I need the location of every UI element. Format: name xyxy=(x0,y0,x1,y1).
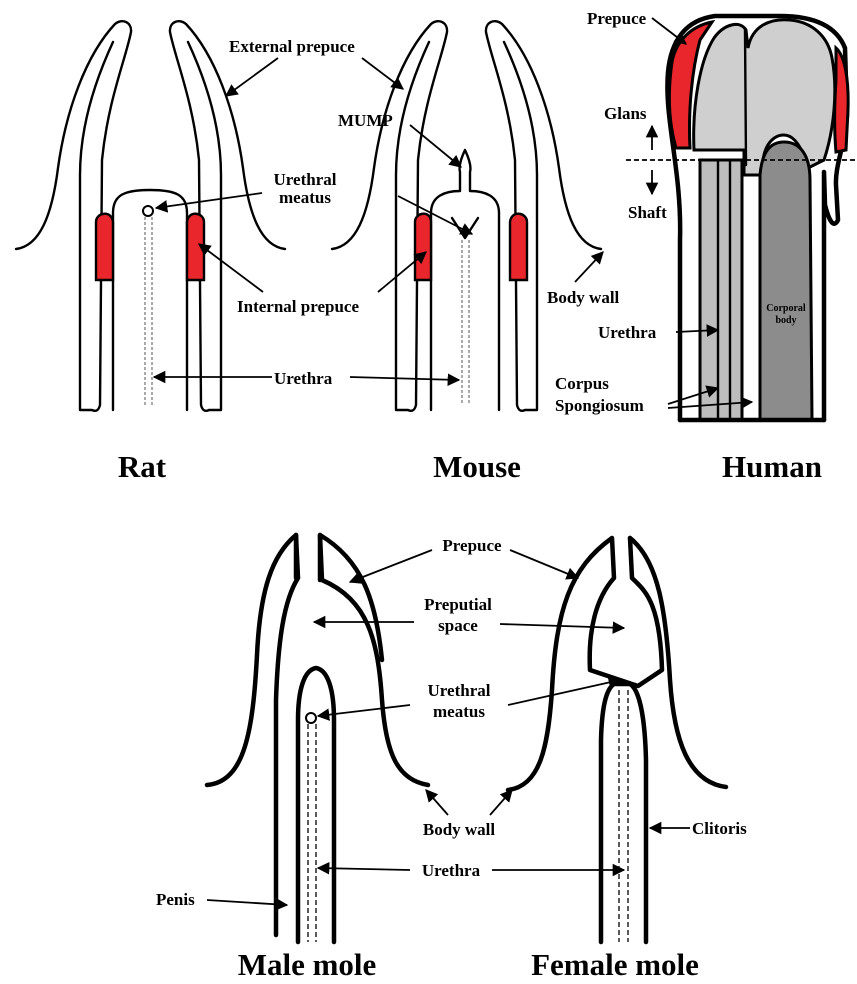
label-mump: MUMP xyxy=(338,111,393,130)
label-preputial-space-line2: space xyxy=(438,616,478,635)
label-clitoris: Clitoris xyxy=(692,819,747,838)
mouse-urethral-meatus xyxy=(452,218,478,238)
mouse-internal-prepuce-left xyxy=(415,214,431,280)
male-mole-prepuce-left xyxy=(207,535,298,935)
label-urethra-human: Urethra xyxy=(598,323,657,342)
label-glans: Glans xyxy=(604,104,647,123)
label-body-wall-mole: Body wall xyxy=(423,820,496,839)
mouse-internal-prepuce-right xyxy=(510,214,527,280)
label-preputial-space-line1: Preputial xyxy=(424,595,492,614)
human-glans xyxy=(694,20,835,175)
label-corporal-body-line1: Corporal xyxy=(766,303,806,314)
female-mole-clitoris xyxy=(601,684,646,942)
title-male-mole: Male mole xyxy=(238,947,377,982)
label-prepuce-human: Prepuce xyxy=(587,9,647,28)
female-mole-prepuce-left xyxy=(508,538,662,790)
rat-diagram xyxy=(16,21,285,411)
male-mole-urethral-meatus xyxy=(306,713,316,723)
label-external-prepuce: External prepuce xyxy=(229,37,355,56)
label-penis: Penis xyxy=(156,890,195,909)
mouse-glans xyxy=(431,150,499,410)
title-human: Human xyxy=(722,449,822,484)
label-prepuce-mole: Prepuce xyxy=(442,536,502,555)
female-mole-diagram xyxy=(508,538,726,942)
label-urethra-mole: Urethra xyxy=(422,861,481,880)
rat-urethral-meatus xyxy=(143,206,153,216)
label-urethral-meatus-mole-line1: Urethral xyxy=(428,681,491,700)
rat-internal-prepuce-left xyxy=(96,214,113,280)
mouse-external-prepuce-right xyxy=(486,21,601,411)
label-corpus-spongiosum-line2: Spongiosum xyxy=(555,396,644,415)
label-urethral-meatus-line2: meatus xyxy=(279,188,331,207)
title-female-mole: Female mole xyxy=(531,947,699,982)
label-urethral-meatus-mole-line2: meatus xyxy=(433,702,485,721)
male-mole-diagram xyxy=(207,535,428,942)
label-shaft: Shaft xyxy=(628,203,667,222)
title-rat: Rat xyxy=(118,449,167,484)
title-mouse: Mouse xyxy=(433,449,521,484)
human-corporal-body xyxy=(760,142,812,420)
label-urethral-meatus-line1: Urethral xyxy=(274,170,337,189)
mouse-diagram xyxy=(332,21,601,411)
label-corpus-spongiosum-line1: Corpus xyxy=(555,374,609,393)
human-shaft xyxy=(700,160,742,420)
label-body-wall-top: Body wall xyxy=(547,288,620,307)
label-urethra-top: Urethra xyxy=(274,369,333,388)
label-corporal-body-line2: body xyxy=(775,315,796,326)
label-internal-prepuce: Internal prepuce xyxy=(237,297,359,316)
